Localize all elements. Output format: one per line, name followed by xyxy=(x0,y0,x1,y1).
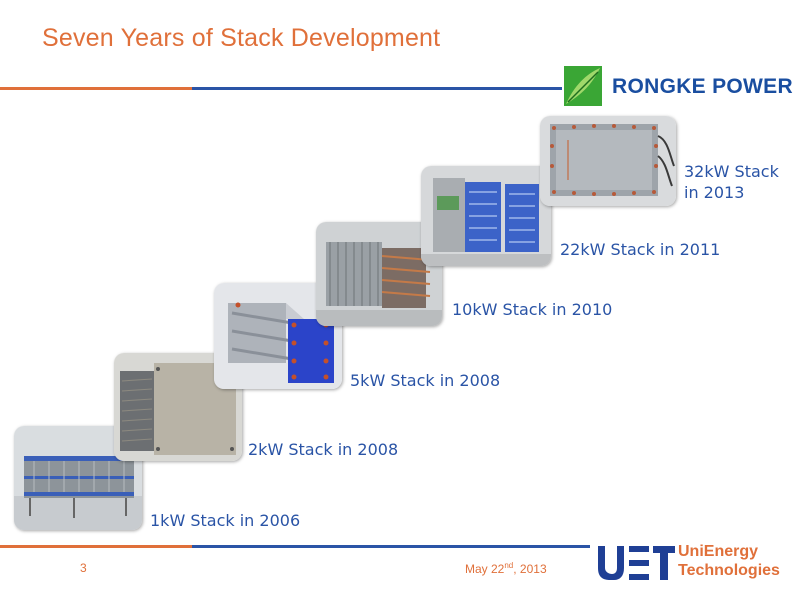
slide-title: Seven Years of Stack Development xyxy=(42,24,441,52)
stack-caption-32kw-line1: 32kW Stack xyxy=(684,162,779,181)
bottom-rule-blue xyxy=(192,545,590,548)
page-number: 3 xyxy=(80,561,87,575)
top-rule-orange xyxy=(0,87,192,90)
rongke-power-wordmark: RONGKE POWER xyxy=(612,75,793,98)
date-suffix: nd xyxy=(504,561,514,570)
stack-caption-10kw: 10kW Stack in 2010 xyxy=(452,300,613,319)
stack-caption-1kw: 1kW Stack in 2006 xyxy=(150,511,301,530)
rongke-leaf-icon xyxy=(564,66,602,106)
uet-wordmark-line2: Technologies xyxy=(678,562,780,579)
uet-wordmark-line1: UniEnergy xyxy=(678,543,759,560)
uet-monogram-icon xyxy=(598,546,675,580)
stack-photo-32kw xyxy=(540,116,676,206)
stack-caption-32kw: 32kW Stack in 2013 xyxy=(684,161,779,203)
stack-caption-22kw: 22kW Stack in 2011 xyxy=(560,240,721,259)
top-rule-blue xyxy=(192,87,562,90)
stack-photo-2kw xyxy=(114,353,242,461)
date-main: May 22 xyxy=(465,562,505,576)
stack-photo-22kw xyxy=(421,166,551,266)
stack-caption-32kw-line2: in 2013 xyxy=(684,183,745,202)
uet-wordmark: UniEnergy Technologies xyxy=(678,542,780,580)
slide-date: May 22nd, 2013 xyxy=(465,561,547,576)
stack-caption-5kw: 5kW Stack in 2008 xyxy=(350,371,501,390)
bottom-rule-orange xyxy=(0,545,192,548)
uet-logo: UniEnergy Technologies xyxy=(596,540,796,586)
rongke-power-logo: RONGKE POWER xyxy=(562,66,796,108)
date-year: , 2013 xyxy=(513,562,547,576)
stack-caption-2kw: 2kW Stack in 2008 xyxy=(248,440,399,459)
